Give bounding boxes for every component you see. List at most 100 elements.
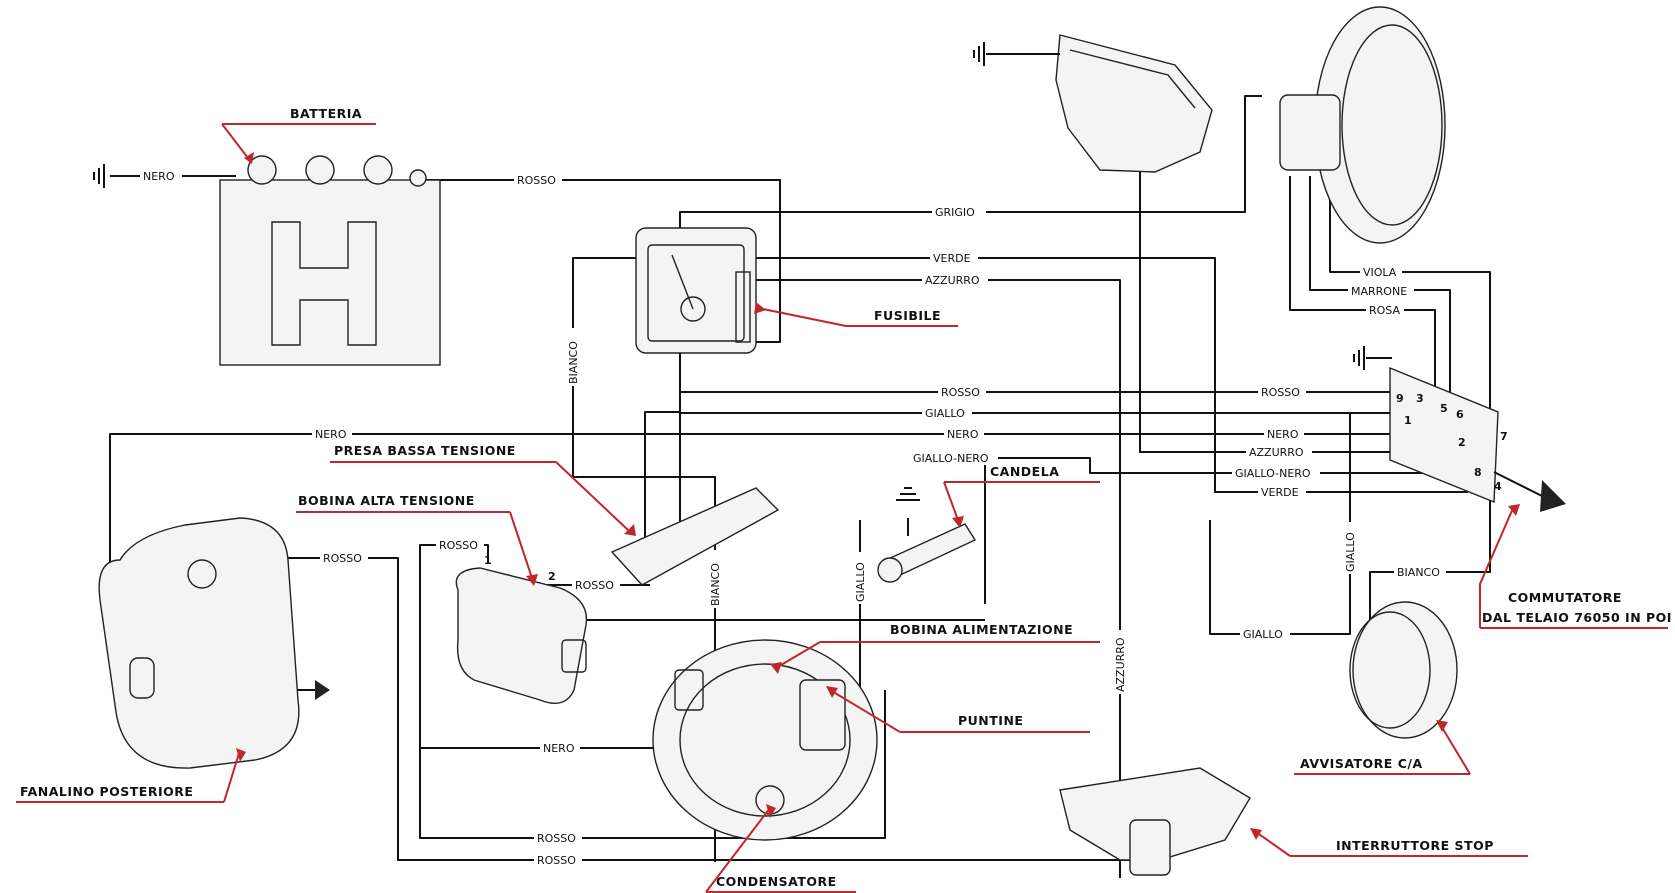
stop-switch-plunger — [1129, 819, 1171, 876]
terminal-label: 5 — [1440, 402, 1448, 415]
wire-rosa — [1289, 176, 1436, 412]
wire-label: BIANCO — [1397, 566, 1440, 579]
horn-face — [1349, 611, 1431, 729]
wire-grigio — [644, 95, 1262, 542]
tail-lamp-body — [98, 517, 300, 769]
speedometer-face — [1069, 49, 1196, 109]
label-commutatore: COMMUTATORE — [1508, 590, 1622, 605]
wire-label: MARRONE — [1351, 285, 1407, 298]
wire-rosso-tail — [232, 557, 1130, 861]
label-avvisatore: AVVISATORE C/A — [1300, 756, 1423, 771]
headlight-socket — [1279, 94, 1341, 171]
wire-label: AZZURRO — [1249, 446, 1304, 459]
ground-arrow-icon — [315, 680, 330, 700]
tail-lamp — [98, 517, 300, 769]
battery-terminal-pos — [409, 169, 427, 187]
wire-label: VERDE — [1261, 486, 1299, 499]
arrow-icon — [1540, 480, 1566, 512]
wire-label: AZZURRO — [1114, 637, 1127, 692]
fuse-holder — [635, 227, 757, 354]
label-commutatore-sub: DAL TELAIO 76050 IN POI — [1482, 610, 1672, 625]
terminal-label: 7 — [1500, 430, 1508, 443]
switch-block — [1389, 366, 1499, 504]
wire-azzurro-mid — [1139, 60, 1450, 453]
wire-label: NERO — [315, 428, 347, 441]
wire-rosso-coil-loop — [419, 544, 886, 839]
wire-label: GIALLO — [1243, 628, 1283, 641]
wire-giallo-mid — [679, 412, 1400, 542]
wire-label: BIANCO — [567, 341, 580, 384]
label-candela: CANDELA — [990, 464, 1059, 479]
terminal-label: 4 — [1494, 480, 1502, 493]
battery-cap-1 — [247, 155, 277, 185]
headlight-reflector — [1341, 24, 1443, 226]
terminal-label: 1 — [1404, 414, 1412, 427]
horn — [1349, 601, 1458, 739]
terminal-label: 9 — [1396, 392, 1404, 405]
ground-icon — [93, 164, 105, 188]
wire-label: AZZURRO — [925, 274, 980, 287]
wire-label: VIOLA — [1363, 266, 1397, 279]
battery-cap-3 — [363, 155, 393, 185]
battery-cap-2 — [305, 155, 335, 185]
terminal-label: 6 — [1456, 408, 1464, 421]
ground-icon — [973, 42, 985, 66]
horn-body — [1352, 601, 1458, 739]
stator — [652, 639, 878, 841]
label-puntine: PUNTINE — [958, 713, 1023, 728]
wire-label: GIALLO — [854, 562, 867, 602]
wire-label: ROSSO — [517, 174, 556, 187]
spark-plug — [877, 487, 977, 583]
label-fusibile: FUSIBILE — [874, 308, 941, 323]
fuse-lever — [671, 254, 694, 310]
wire-labels: NERO ROSSO GRIGIO VERDE AZZURRO BIANCO V… — [140, 169, 1446, 867]
wire-label: ROSSO — [575, 579, 614, 592]
wire-label: NERO — [143, 170, 175, 183]
fuse-cartridge — [735, 271, 751, 343]
terminal-label: 8 — [1474, 466, 1482, 479]
wire-label: ROSA — [1369, 304, 1400, 317]
fuse-inner — [647, 244, 745, 342]
wire-label: GIALLO-NERO — [1235, 467, 1311, 480]
wire-switch-out — [1493, 471, 1551, 501]
points-assembly — [799, 679, 846, 751]
wire-label: GIALLO — [1344, 532, 1357, 572]
terminal-label: 3 — [1416, 392, 1424, 405]
wire-label: BIANCO — [709, 563, 722, 606]
coil-tab — [561, 639, 587, 673]
fuse-rotor — [680, 296, 706, 322]
stator-slot — [674, 669, 704, 711]
stop-switch — [1059, 767, 1251, 876]
component-labels: BATTERIA FUSIBILE PRESA BASSA TENSIONE B… — [16, 106, 1672, 893]
wire-label: NERO — [947, 428, 979, 441]
wire-label: ROSSO — [439, 539, 478, 552]
label-bobina-alta: BOBINA ALTA TENSIONE — [298, 493, 475, 508]
label-fanalino: FANALINO POSTERIORE — [20, 784, 193, 799]
battery — [219, 155, 441, 366]
wire-label: ROSSO — [323, 552, 362, 565]
label-condensatore: CONDENSATORE — [716, 874, 837, 889]
fuse-box — [635, 227, 757, 354]
tail-lamp-bulb — [187, 559, 217, 589]
wire-label: NERO — [543, 742, 575, 755]
switch-body — [1389, 366, 1499, 504]
wire-rosso-battery — [414, 179, 781, 343]
ground-icon — [1353, 346, 1365, 370]
wire-label: ROSSO — [941, 386, 980, 399]
stop-switch-body — [1059, 767, 1251, 861]
wire-label: GIALLO — [925, 407, 965, 420]
speedometer — [1055, 34, 1213, 173]
tail-lamp-reflector — [129, 657, 155, 699]
battery-case — [219, 179, 441, 366]
speedometer-body — [1055, 34, 1213, 173]
label-presa: PRESA BASSA TENSIONE — [334, 443, 516, 458]
low-voltage-socket — [610, 487, 780, 586]
wire-label: GRIGIO — [935, 206, 975, 219]
label-batteria: BATTERIA — [290, 106, 362, 121]
wire-label: ROSSO — [1261, 386, 1300, 399]
wire-label: ROSSO — [537, 854, 576, 867]
label-interruttore: INTERRUTTORE STOP — [1336, 838, 1494, 853]
battery-h-logo — [271, 221, 377, 346]
label-bobina-alim: BOBINA ALIMENTAZIONE — [890, 622, 1073, 637]
